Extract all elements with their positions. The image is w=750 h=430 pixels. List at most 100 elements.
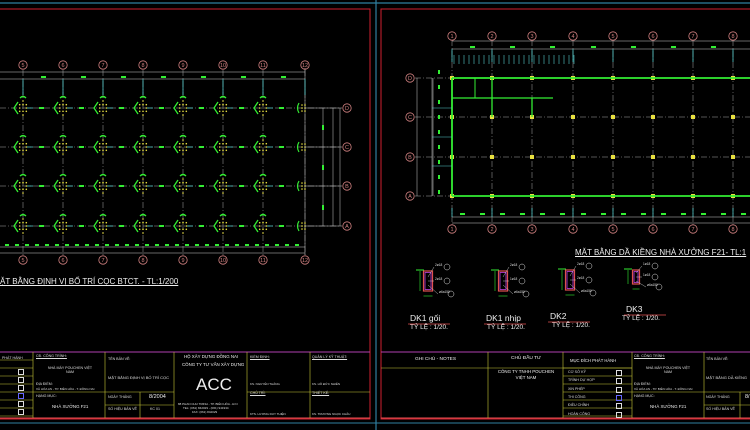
pile	[182, 153, 184, 155]
detail-name: DK3	[626, 304, 643, 314]
dim-text	[438, 190, 440, 194]
pile	[301, 182, 303, 184]
pile	[62, 149, 64, 152]
pile	[301, 228, 303, 230]
grid-bubble	[258, 60, 268, 70]
purpose-checkbox[interactable]	[616, 386, 622, 393]
purpose-checkbox[interactable]	[616, 394, 622, 401]
pile-cap	[99, 95, 107, 99]
issue-checkbox[interactable]	[18, 369, 24, 375]
pile-tag	[159, 225, 164, 227]
pile-cap	[259, 213, 267, 217]
pile	[262, 228, 264, 231]
pile	[102, 178, 104, 180]
pile-tag	[39, 146, 44, 148]
bar-mark	[589, 289, 597, 297]
pile	[22, 114, 24, 116]
issue-checkbox[interactable]	[18, 385, 24, 391]
grid-bubble	[342, 142, 352, 152]
pile	[18, 221, 21, 224]
dim-text	[438, 100, 440, 104]
pile	[258, 103, 261, 106]
issue-checkbox[interactable]	[18, 393, 24, 399]
address-label: ĐỊA ĐIỂM:	[36, 382, 53, 386]
dim-text	[438, 130, 440, 134]
dim-text	[145, 244, 149, 246]
dim-text	[550, 46, 555, 48]
grid-bubble-label: 11	[260, 258, 266, 264]
pile-cap	[219, 213, 227, 217]
dim-text	[480, 213, 485, 215]
company-logo: ACC	[196, 375, 232, 394]
pile-cap	[259, 173, 267, 177]
pile	[182, 192, 184, 194]
bar-label: 2ø18	[577, 262, 584, 266]
pile	[218, 149, 221, 152]
grid-bubble	[527, 224, 537, 234]
leader	[569, 283, 581, 294]
pile	[225, 103, 228, 106]
dim-text	[721, 213, 726, 215]
pile-tag	[79, 185, 84, 187]
grid-bubble	[405, 73, 415, 83]
issue-checkbox[interactable]	[18, 377, 24, 383]
pile	[178, 181, 181, 184]
purpose-checkbox[interactable]	[616, 378, 622, 385]
pile-cap	[133, 219, 139, 233]
leader	[502, 284, 514, 295]
column	[611, 155, 615, 159]
pile	[185, 107, 188, 109]
pile	[142, 103, 144, 106]
pile-cap	[133, 101, 139, 115]
pile	[222, 188, 224, 191]
dim-text	[322, 205, 324, 210]
pile-cap	[59, 173, 67, 177]
grid-bubble-label: 8	[731, 34, 734, 40]
pile-cap	[296, 220, 300, 232]
pile	[301, 107, 303, 109]
issue-checkbox[interactable]	[18, 409, 24, 415]
pile-cap	[253, 101, 259, 115]
checked-label: KIỂM ĐỊNH:	[250, 355, 270, 359]
left-plan-title: ẶT BẰNG ĐỊNH VỊ BỐ TRÍ CỌC BTCT. - TL:1/…	[0, 277, 179, 286]
pile-tag	[279, 185, 284, 187]
pile	[102, 114, 104, 116]
pile	[18, 110, 21, 113]
purpose-checkbox[interactable]	[616, 403, 622, 410]
pile	[225, 110, 228, 113]
column	[571, 155, 575, 159]
dim-text	[75, 244, 79, 246]
pile	[258, 221, 261, 224]
dim-text	[711, 46, 716, 48]
pile	[22, 139, 24, 141]
issue-checkbox[interactable]	[18, 401, 24, 407]
pile-tag	[159, 146, 164, 148]
column	[651, 115, 655, 119]
purpose-checkbox[interactable]	[616, 370, 622, 376]
pile	[18, 228, 21, 231]
dim-text	[175, 244, 179, 246]
pile	[98, 142, 101, 145]
pile	[301, 222, 303, 224]
bar-label: 2ø18	[510, 263, 517, 267]
purpose-checkbox[interactable]	[616, 411, 622, 418]
pile-cap	[219, 134, 227, 138]
pile	[262, 114, 264, 116]
pile	[304, 182, 306, 184]
pile	[304, 149, 306, 151]
pile	[178, 185, 181, 187]
pile	[62, 114, 64, 116]
pile	[98, 181, 101, 184]
pile	[58, 185, 61, 187]
grid-bubble-label: 10	[220, 258, 226, 264]
pile	[258, 181, 261, 184]
grid-bubble	[527, 31, 537, 41]
grid-bubble-label: 7	[101, 258, 104, 264]
grid-bubble-label: 10	[220, 63, 226, 69]
pile-tag	[159, 107, 164, 109]
pile	[102, 181, 104, 184]
pile-cap	[99, 134, 107, 138]
owner-label: CĐ. CÔNG TRÌNH:	[634, 354, 665, 358]
